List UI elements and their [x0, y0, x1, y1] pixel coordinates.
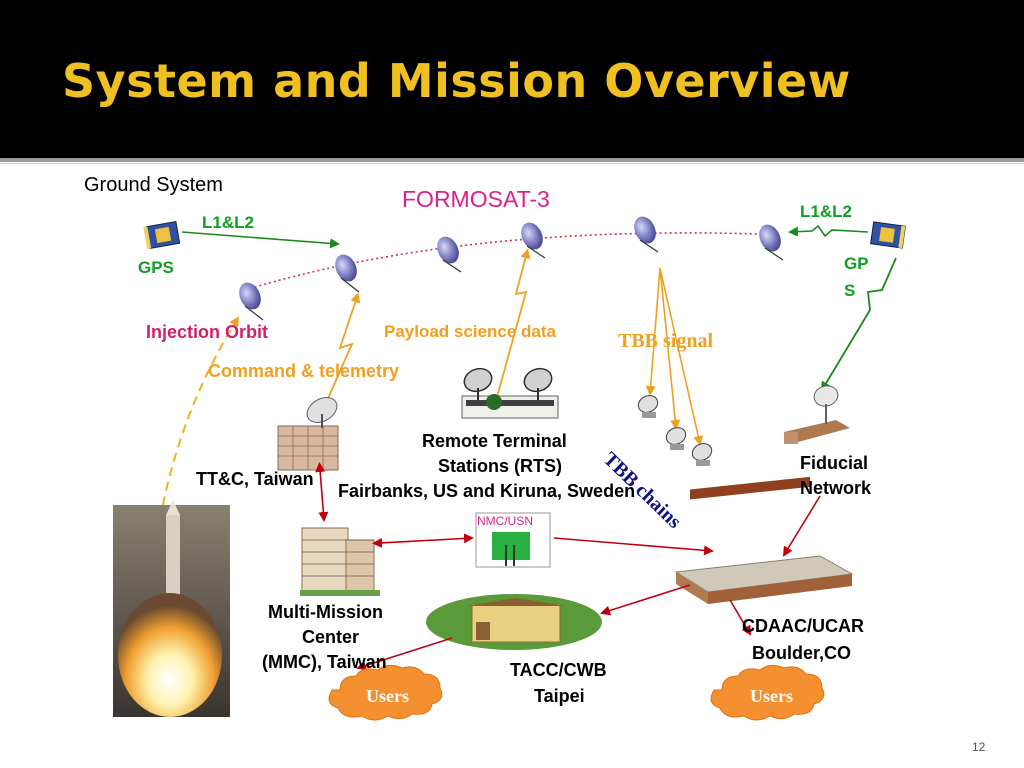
cdaac-tacc-arrow: [600, 584, 691, 616]
fiducial-label-line1: Fiducial: [800, 453, 869, 473]
users-cloud-right: [710, 664, 825, 721]
tbb-signal-line-2: [659, 267, 681, 430]
tacc-mmc-arrow: [356, 637, 453, 671]
nmc-usn-label: NMC/USN: [477, 514, 533, 528]
rocket-launch-image: [113, 500, 230, 717]
tbb-signal-line-3: [659, 267, 704, 446]
page-number: 12: [972, 740, 986, 754]
satellite-3-icon: [437, 236, 462, 273]
rts-label-line1: Remote Terminal: [422, 431, 567, 451]
users-right-label: Users: [750, 686, 793, 706]
satellite-5-icon: [634, 216, 659, 253]
satellite-6-icon: [759, 224, 784, 261]
nmc-usn-box: [475, 512, 551, 568]
ground-system-label: Ground System: [84, 174, 223, 196]
slide-title: System and Mission Overview: [62, 54, 851, 108]
ttc-building-icon: [277, 397, 339, 471]
payload-science-arrow: [493, 248, 531, 409]
mmc-building-icon: [300, 527, 380, 596]
cdaac-users-arrow: [729, 599, 752, 636]
gps-signal-right-arrow: [788, 224, 869, 238]
rts-antennas-icon: [461, 367, 559, 419]
satellite-2-icon: [335, 254, 360, 293]
nmc-cdaac-arrow: [553, 537, 714, 556]
l1l2-right-label: L1&L2: [800, 202, 852, 221]
users-left-label: Users: [366, 686, 409, 706]
injection-orbit-label: Injection Orbit: [146, 322, 269, 342]
title-divider: [0, 158, 1024, 162]
gps-fiducial-arrow: [820, 257, 897, 392]
fiducial-cdaac-arrow: [782, 495, 821, 557]
tbb-signal-label: TBB signal: [618, 330, 714, 352]
tacc-label-line2: Taipei: [534, 686, 585, 706]
l1l2-left-label: L1&L2: [202, 213, 254, 232]
gps-right-label-line1: GP: [844, 254, 869, 273]
mmc-nmc-arrow: [372, 533, 474, 548]
mmc-label-line1: Multi-Mission: [268, 602, 383, 622]
fiducial-label-line2: Network: [800, 478, 872, 498]
mmc-label-line3: (MMC), Taiwan: [262, 652, 387, 672]
command-telemetry-arrow: [320, 292, 361, 414]
rts-label-line3: Fairbanks, US and Kiruna, Sweden: [338, 481, 636, 501]
gps-left-label: GPS: [138, 258, 174, 277]
tacc-building-icon: [426, 594, 602, 650]
ttc-label: TT&C, Taiwan: [196, 469, 314, 489]
tbb-signal-line-1: [645, 267, 661, 396]
gps-satellite-right-icon: [870, 221, 906, 249]
cdaac-label-line1: CDAAC/UCAR: [742, 616, 864, 636]
title-bar: [0, 0, 1024, 158]
satellite-4-icon: [521, 222, 546, 259]
satellite-1-icon: [239, 282, 264, 321]
rts-label-line2: Stations (RTS): [438, 456, 562, 476]
fiducial-building-icon: [784, 385, 850, 444]
tbb-antennas-icon: [637, 395, 713, 466]
mmc-label-line2: Center: [302, 627, 360, 647]
formosat-label: FORMOSAT-3: [402, 186, 550, 212]
title-divider-thin: [0, 163, 1024, 164]
gps-signal-left-arrow: [181, 231, 340, 249]
orbit-arc: [244, 232, 761, 291]
tacc-label-line1: TACC/CWB: [510, 660, 607, 680]
gps-right-label-line2: S: [844, 281, 856, 300]
gps-satellite-left-icon: [143, 220, 181, 250]
ttc-mmc-arrow: [315, 462, 329, 522]
users-cloud-left: [328, 664, 443, 721]
cdaac-label-line2: Boulder,CO: [752, 643, 852, 663]
payload-science-label: Payload science data: [384, 322, 556, 341]
injection-orbit-path: [159, 316, 240, 521]
command-telemetry-label: Command & telemetry: [208, 361, 400, 381]
cdaac-building-icon: [674, 476, 854, 604]
